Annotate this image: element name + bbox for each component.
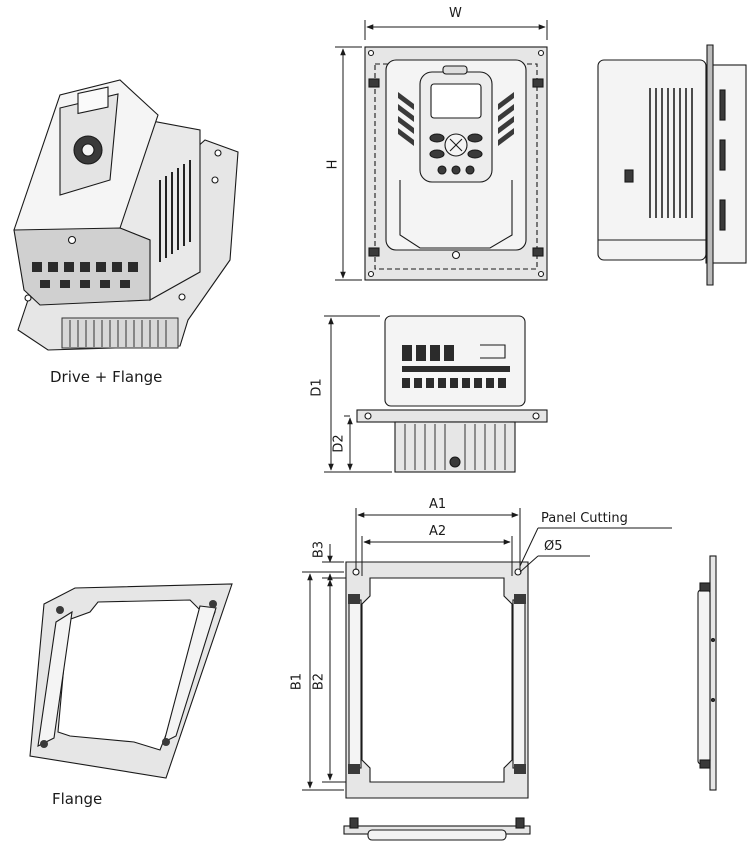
label-h: H [325, 159, 341, 170]
panel-flange-plate [345, 561, 529, 799]
label-b2: B2 [311, 672, 327, 691]
side-vent-lines [649, 88, 693, 218]
label-b3: B3 [311, 540, 327, 559]
dim-a [355, 508, 521, 576]
bottom-flange [356, 409, 548, 423]
label-a2: A2 [429, 524, 447, 539]
caption-drive-flange: Drive + Flange [50, 368, 163, 386]
front-view [364, 46, 548, 281]
dim-h [335, 46, 362, 281]
panel-cutting-leader [519, 527, 672, 573]
label-a1: A1 [429, 497, 447, 512]
panel-left-rail [348, 599, 362, 769]
side-view [597, 44, 747, 286]
bottom-terminals [402, 345, 510, 388]
caption-flange: Flange [52, 790, 103, 808]
panel-right-rail [512, 599, 526, 769]
front-vents [398, 92, 514, 146]
label-w: W [449, 6, 462, 21]
bottom-fins [404, 424, 506, 470]
iso-lcd [77, 86, 109, 115]
front-keys [429, 133, 483, 175]
iso-side-vents [159, 160, 191, 262]
drive-flange-isometric [13, 79, 239, 351]
iso-heatsink [61, 317, 179, 349]
flange-edge-bottom [343, 817, 531, 841]
flange-iso-right-rail [163, 605, 217, 744]
front-lcd [430, 83, 482, 119]
label-hole: Ø5 [544, 539, 563, 554]
label-panel-cutting: Panel Cutting [541, 511, 628, 526]
label-d2: D2 [331, 434, 347, 453]
dim-w [364, 20, 548, 40]
label-d1: D1 [309, 378, 325, 397]
bottom-view [356, 315, 548, 473]
flange-iso-left-rail [37, 610, 73, 747]
side-flange [706, 44, 714, 286]
dim-d1 [324, 315, 392, 473]
front-screws [368, 78, 544, 257]
flange-edge-right [697, 555, 717, 791]
iso-terminals [32, 262, 138, 288]
side-drive-body [597, 59, 707, 261]
flange-isometric [29, 583, 233, 779]
dim-b [302, 544, 346, 791]
panel-cut-view [345, 561, 529, 799]
label-b1: B1 [289, 672, 305, 691]
